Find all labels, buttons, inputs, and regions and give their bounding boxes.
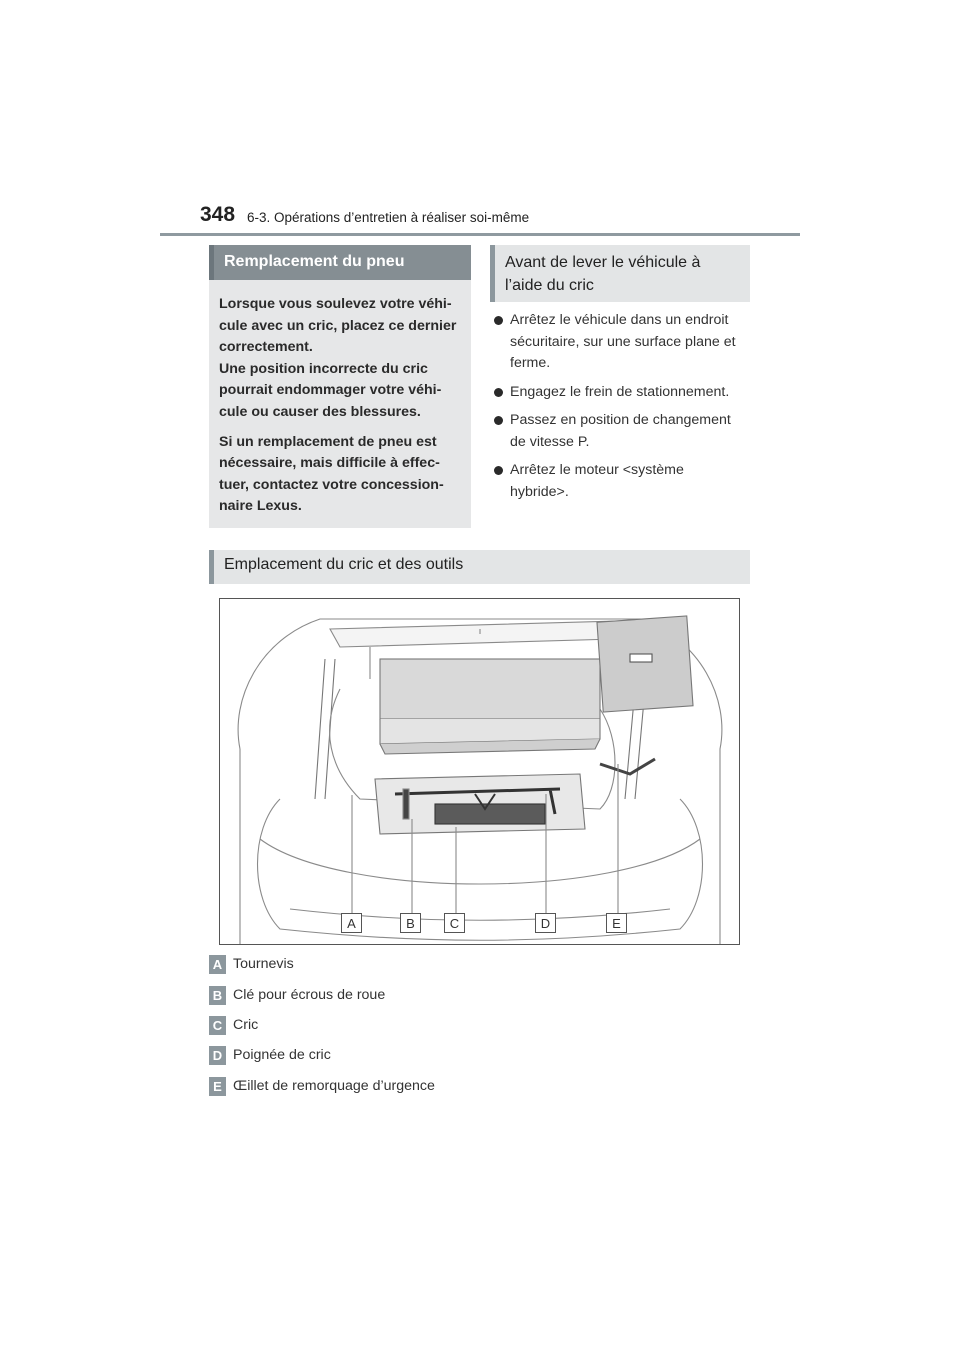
before-lifting-list: Arrêtez le véhicule dans un endroit sécu…	[494, 310, 754, 510]
before-lifting-title: Avant de lever le véhicule à l’aide du c…	[490, 245, 750, 302]
page-number: 348	[200, 203, 236, 226]
list-item: Arrêtez le moteur <système hybride>.	[494, 460, 754, 503]
list-item: Passez en position de changement de vite…	[494, 410, 754, 453]
bullet-line: Arrêtez le moteur <système	[510, 462, 684, 478]
before-title-line: l’aide du cric	[505, 277, 594, 294]
section-title: 6-3. Opérations d’entretien à réaliser s…	[247, 210, 530, 225]
trunk-drawing	[237, 615, 723, 944]
bullet-line: hybride>.	[510, 483, 569, 500]
location-section-title: Emplacement du cric et des outils	[209, 550, 750, 584]
legend-item: E Œillet de remorquage d’urgence	[209, 1077, 509, 1099]
bullet-line: ferme.	[510, 355, 551, 371]
legend-key: D	[209, 1046, 226, 1065]
legend-item: B Clé pour écrous de roue	[209, 986, 509, 1008]
list-item: Engagez le frein de stationnement.	[494, 382, 754, 404]
bullet-line: Passez en position de changement	[510, 412, 731, 428]
legend-text: Clé pour écrous de roue	[233, 987, 386, 1003]
warning-title-text: Remplacement du pneu	[224, 253, 405, 270]
figure-label-a: A	[341, 913, 362, 933]
legend-item: C Cric	[209, 1016, 509, 1038]
before-title-line: Avant de lever le véhicule à	[505, 254, 701, 271]
figure-label-d: D	[535, 913, 556, 933]
warning-line: cule avec un cric, placez ce dernier	[219, 317, 457, 334]
warning-line: cule ou causer des blessures.	[219, 403, 421, 420]
legend-key: C	[209, 1016, 226, 1035]
warning-box-body: Lorsque vous soulevez votre véhi- cule a…	[209, 280, 471, 528]
location-title-text: Emplacement du cric et des outils	[224, 556, 464, 573]
warning-line: Une position incorrecte du cric	[219, 360, 428, 377]
bullet-icon	[494, 416, 503, 425]
trunk-illustration	[219, 598, 740, 945]
legend-text: Cric	[233, 1017, 259, 1033]
legend-text: Poignée de cric	[233, 1047, 331, 1063]
warning-line: naire Lexus.	[219, 498, 302, 515]
figure-label-b: B	[400, 913, 421, 933]
bullet-icon	[494, 316, 503, 325]
warning-line: Si un remplacement de pneu est	[219, 433, 437, 450]
legend-text: Œillet de remorquage d’urgence	[233, 1078, 435, 1094]
warning-box-title: Remplacement du pneu	[209, 245, 471, 280]
legend-item: D Poignée de cric	[209, 1046, 509, 1068]
legend-text: Tournevis	[233, 956, 294, 972]
bullet-icon	[494, 387, 503, 397]
warning-line: tuer, contactez votre concession-	[219, 476, 444, 493]
list-item: Arrêtez le véhicule dans un endroit sécu…	[494, 310, 754, 375]
warning-line: pourrait endommager votre véhi-	[219, 382, 442, 399]
legend-key: A	[209, 955, 226, 974]
header-divider	[160, 233, 800, 236]
legend-item: A Tournevis	[209, 955, 509, 977]
figure-label-c: C	[444, 913, 465, 933]
legend-key: E	[209, 1077, 226, 1096]
warning-paragraph-2: Si un remplacement de pneu est nécessair…	[219, 432, 461, 518]
warning-line: Lorsque vous soulevez votre véhi-	[219, 296, 452, 312]
bullet-line: Arrêtez le véhicule dans un endroit	[510, 312, 729, 328]
warning-line: correctement.	[219, 339, 313, 356]
bullet-line: de vitesse P.	[510, 433, 590, 450]
warning-paragraph-1: Lorsque vous soulevez votre véhi- cule a…	[219, 294, 461, 424]
bullet-line: sécuritaire, sur une surface plane et	[510, 333, 736, 350]
bullet-line: Engagez le frein de stationnement.	[510, 383, 730, 400]
figure-label-e: E	[606, 913, 627, 933]
warning-line: nécessaire, mais difficile à effec-	[219, 455, 440, 472]
bullet-icon	[494, 466, 503, 475]
legend-key: B	[209, 986, 226, 1005]
